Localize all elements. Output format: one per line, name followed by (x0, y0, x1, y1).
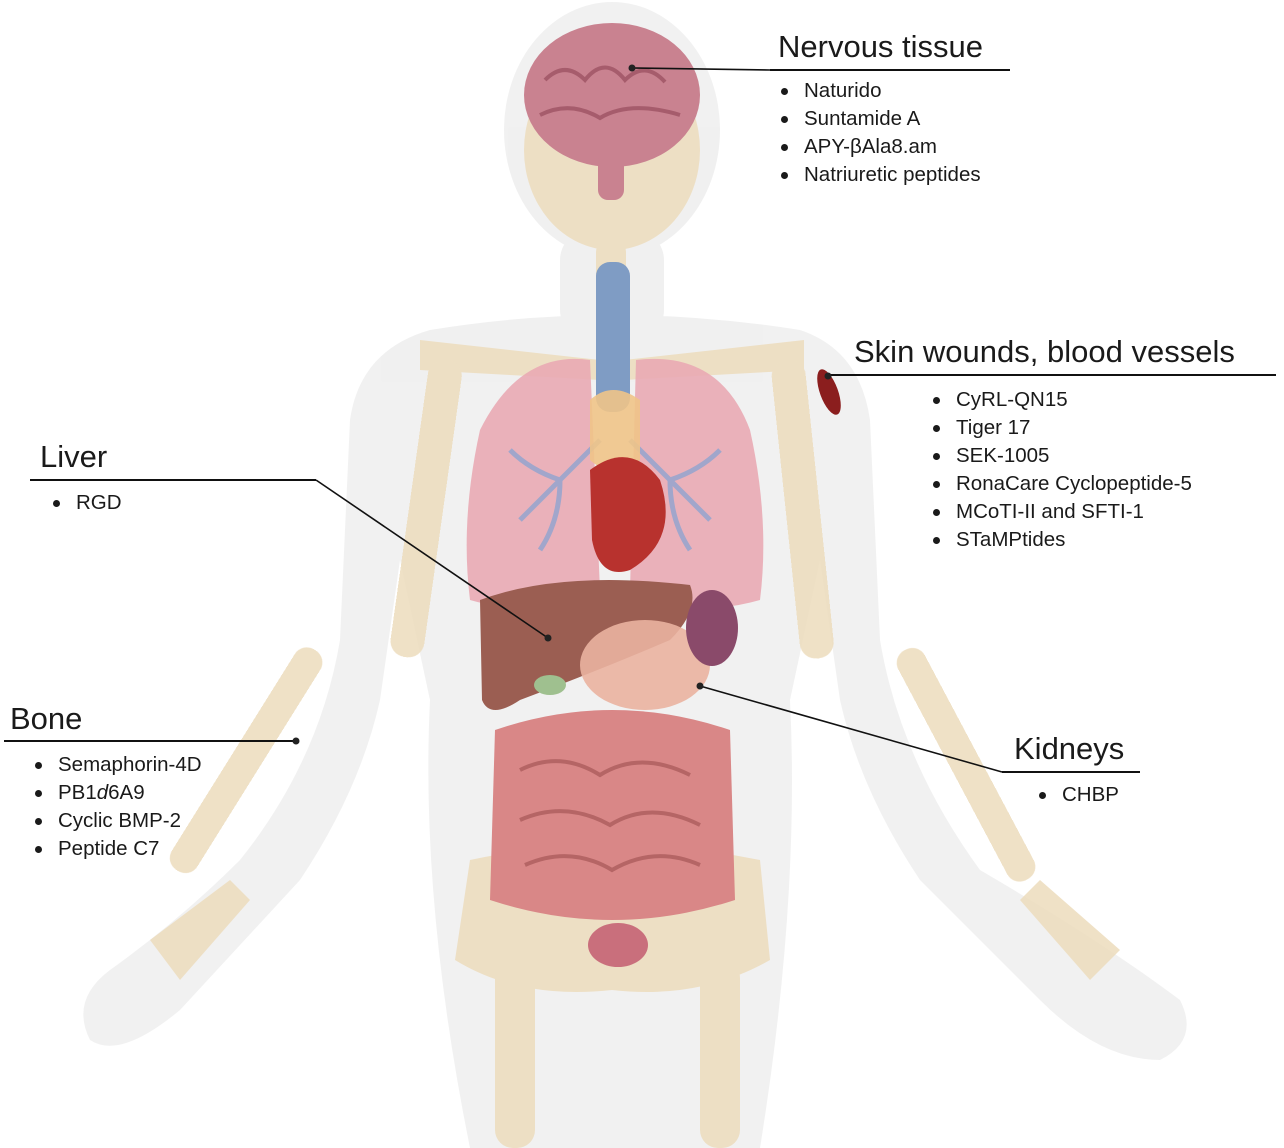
callout-kidneys: Kidneys CHBP (1014, 730, 1124, 809)
intestines (490, 710, 735, 920)
liver (480, 580, 693, 710)
list-item: Peptide C7 (32, 835, 202, 863)
list-item: RonaCare Cyclopeptide-5 (930, 470, 1235, 498)
list-item: Tiger 17 (930, 414, 1235, 442)
trachea (596, 262, 630, 412)
list-item: CyRL-QN15 (930, 386, 1235, 414)
peptide-list: CyRL-QN15 Tiger 17 SEK-1005 RonaCare Cyc… (930, 386, 1235, 554)
list-item: STaMPtides (930, 526, 1235, 554)
list-item: APY-βAla8.am (778, 133, 983, 161)
list-item: Semaphorin-4D (32, 751, 202, 779)
callout-title: Kidneys (1014, 731, 1125, 766)
callout-title: Liver (40, 439, 108, 474)
peptide-list: Naturido Suntamide A APY-βAla8.am Natriu… (778, 77, 983, 189)
stomach (580, 620, 710, 710)
list-item: Cyclic BMP-2 (32, 807, 202, 835)
kidneys-dot (696, 682, 704, 690)
nervous-dot (628, 64, 636, 72)
callout-bone: Bone Semaphorin-4D PB1d6A9 Cyclic BMP-2 … (10, 700, 202, 863)
list-item: RGD (50, 489, 122, 517)
list-item: Suntamide A (778, 105, 983, 133)
callout-liver: Liver RGD (40, 438, 122, 517)
nervous-leader (631, 67, 771, 71)
liver-leader (315, 479, 549, 639)
liver-dot (544, 634, 552, 642)
brain (524, 23, 700, 200)
skin-wound (817, 369, 841, 415)
gallbladder (534, 675, 566, 695)
lungs (466, 358, 764, 608)
peptide-list: Semaphorin-4D PB1d6A9 Cyclic BMP-2 Pepti… (32, 751, 202, 863)
kidney (686, 590, 738, 666)
list-item: MCoTI-II and SFTI-1 (930, 498, 1235, 526)
callout-nervous-tissue: Nervous tissue Naturido Suntamide A APY-… (778, 28, 983, 189)
heart (590, 457, 666, 572)
list-item: CHBP (1036, 781, 1124, 809)
list-item: Natriuretic peptides (778, 161, 983, 189)
thyroid (590, 390, 640, 470)
peptide-list: CHBP (1036, 781, 1124, 809)
list-item: SEK-1005 (930, 442, 1235, 470)
list-item: PB1d6A9 (32, 779, 202, 807)
peptide-list: RGD (50, 489, 122, 517)
callout-title: Nervous tissue (778, 29, 984, 64)
bladder (588, 923, 648, 967)
skin-dot (824, 372, 832, 380)
list-item: Naturido (778, 77, 983, 105)
callout-title: Skin wounds, blood vessels (854, 334, 1235, 369)
bone-dot (292, 737, 300, 745)
callout-title: Bone (10, 701, 83, 736)
kidneys-leader (699, 685, 1003, 773)
callout-skin-wounds: Skin wounds, blood vessels CyRL-QN15 Tig… (854, 333, 1235, 554)
